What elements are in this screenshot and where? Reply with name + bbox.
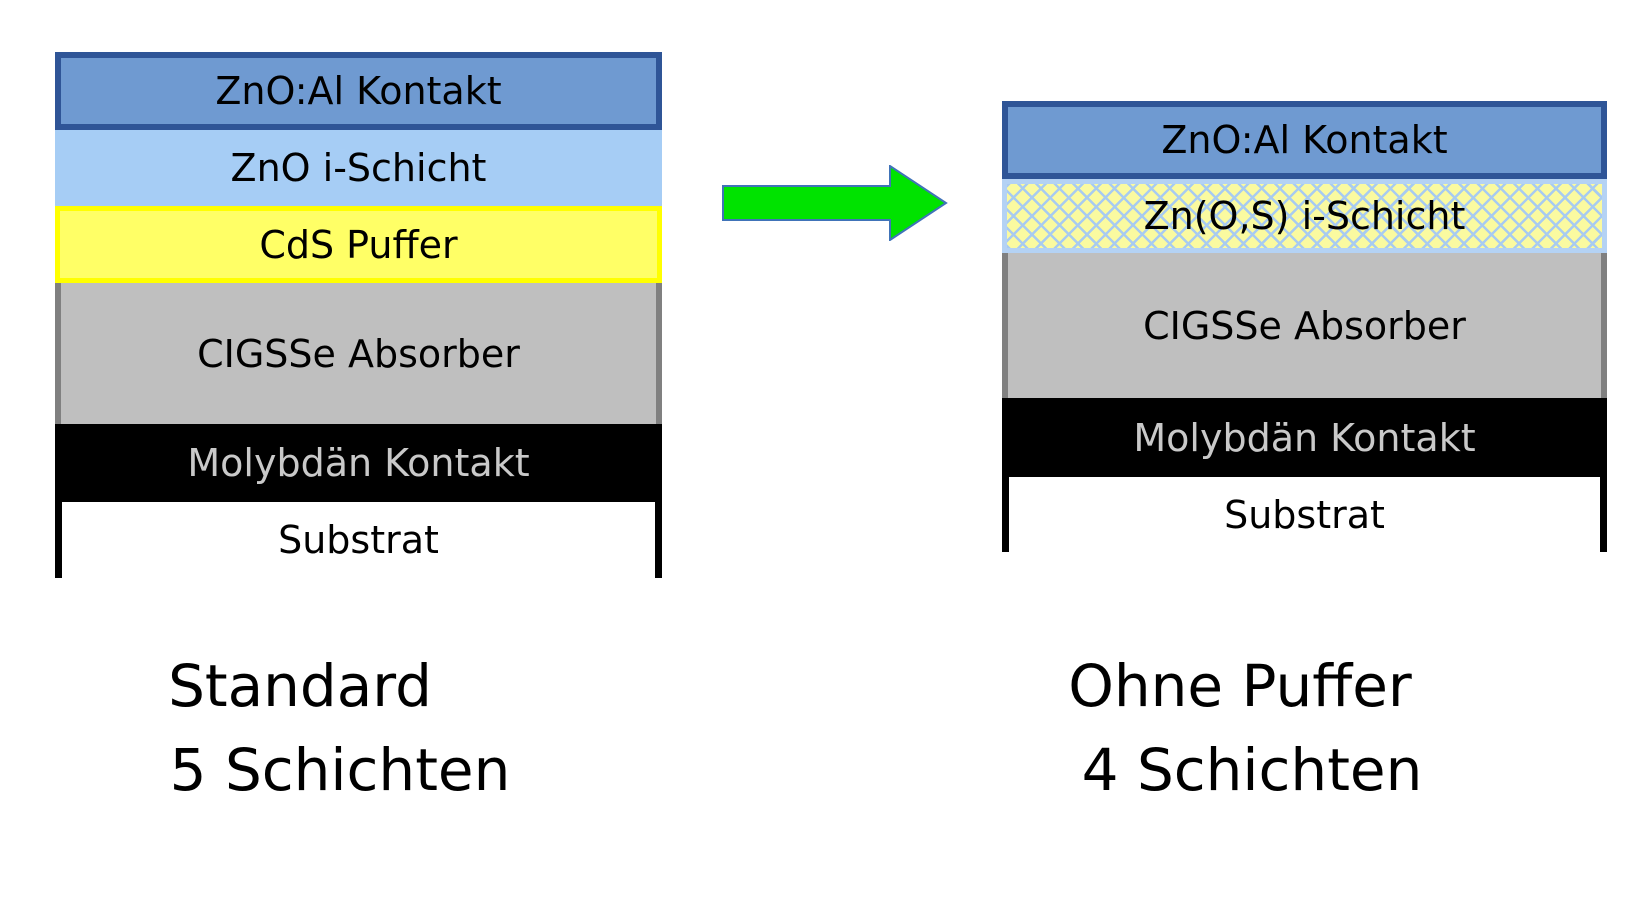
layer-cigsse-absorber-ohne-puffer: CIGSSe Absorber (1002, 253, 1607, 398)
layer-zno-i-schicht-standard: ZnO i-Schicht (55, 130, 662, 206)
layer-label: Molybdän Kontakt (1133, 415, 1476, 460)
layer-label: ZnO i-Schicht (230, 146, 487, 190)
layer-znos-i-schicht-ohne-puffer: Zn(O,S) i-Schicht (1002, 179, 1607, 253)
stack-ohne-puffer-title: Ohne Puffer (1068, 652, 1412, 720)
layer-molybdaen-kontakt-standard: Molybdän Kontakt (55, 424, 662, 502)
layer-cds-puffer-standard: CdS Puffer (55, 206, 662, 283)
layer-label: CIGSSe Absorber (197, 331, 520, 376)
stack-ohne-puffer: ZnO:Al Kontakt Zn(O,S) i-Schicht CIGSSe … (1002, 101, 1607, 552)
layer-label: CIGSSe Absorber (1143, 303, 1466, 348)
layer-molybdaen-kontakt-ohne-puffer: Molybdän Kontakt (1002, 398, 1607, 477)
layer-label: ZnO:Al Kontakt (215, 69, 502, 113)
layer-label: Substrat (278, 518, 439, 562)
layer-label: Molybdän Kontakt (187, 441, 530, 485)
layer-cigsse-absorber-standard: CIGSSe Absorber (55, 283, 662, 424)
layer-label: Zn(O,S) i-Schicht (1143, 194, 1466, 238)
right-arrow-icon (722, 164, 948, 242)
stack-standard-subtitle: 5 Schichten (169, 736, 511, 804)
layer-znoal-kontakt-ohne-puffer: ZnO:Al Kontakt (1002, 101, 1607, 179)
stack-standard: ZnO:Al Kontakt ZnO i-Schicht CdS Puffer … (55, 52, 662, 578)
layer-znoal-kontakt-standard: ZnO:Al Kontakt (55, 52, 662, 130)
layer-label: CdS Puffer (259, 222, 458, 267)
layer-substrat-ohne-puffer: Substrat (1002, 477, 1607, 552)
right-arrow-shape (722, 164, 948, 242)
layer-label: ZnO:Al Kontakt (1161, 118, 1448, 162)
layer-substrat-standard: Substrat (55, 502, 662, 578)
layer-label: Substrat (1224, 492, 1385, 537)
stack-ohne-puffer-subtitle: 4 Schichten (1081, 736, 1423, 804)
stack-standard-title: Standard (168, 652, 432, 720)
